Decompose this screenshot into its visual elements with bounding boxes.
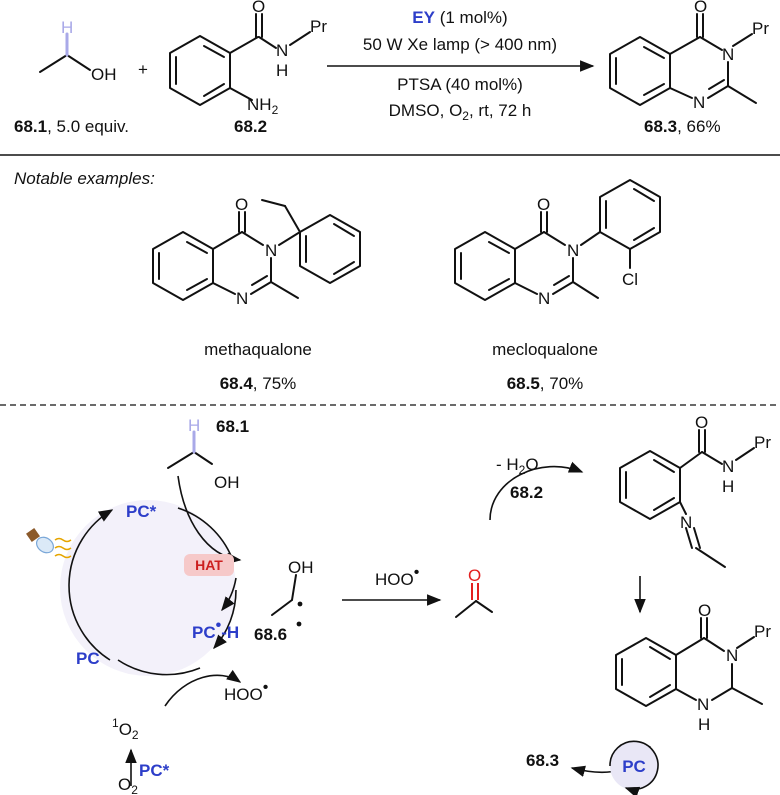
mech-ethanol-label: 68.1	[216, 417, 249, 436]
cycle-arrow-bottom	[117, 659, 201, 676]
ground-oxygen: O2	[118, 775, 138, 795]
meclo-chlorine: Cl	[622, 270, 638, 289]
pc-excited: PC*	[126, 502, 157, 521]
catalyst-condition: EY (1 mol%)	[412, 8, 507, 27]
highlighted-h-atom: H	[61, 18, 73, 37]
radical-oh: OH	[288, 558, 314, 577]
final-product-label: 68.3	[526, 751, 559, 770]
condensation-arrow	[489, 461, 584, 521]
pc-excited-bottom: PC*	[139, 761, 170, 780]
methaqualone-name: methaqualone	[204, 340, 312, 359]
product-quinazolinone: O N Pr N	[609, 0, 769, 112]
dihydro-propyl: Pr	[754, 622, 771, 641]
propyl-label: Pr	[310, 17, 327, 36]
dihydro-n1: N	[697, 695, 709, 714]
pc-regeneration-badge: PC	[609, 740, 659, 795]
imine-carbonyl-o: O	[695, 413, 708, 432]
imine-propyl: Pr	[754, 433, 771, 452]
light-condition: 50 W Xe lamp (> 400 nm)	[363, 35, 557, 54]
methaqualone-structure: O N N	[152, 195, 361, 308]
reactant2-label: 68.2	[234, 117, 267, 136]
water-loss: - H2O	[496, 455, 539, 477]
photocatalytic-cycle	[60, 500, 237, 676]
product-n1: N	[693, 93, 705, 112]
product-n3: N	[722, 45, 734, 64]
additive-condition: PTSA (40 mol%)	[397, 75, 523, 94]
hat-arrow-pc	[221, 577, 237, 612]
methaqualone-label: 68.4, 75%	[220, 374, 297, 393]
dihydro-carbonyl-o: O	[698, 601, 711, 620]
imine-intermediate: O N H Pr N	[619, 413, 771, 568]
pc-ground: PC	[76, 649, 100, 668]
pc-circle-text: PC	[622, 757, 646, 776]
hoo-radical-top: HOO•	[375, 564, 419, 589]
product-propyl: Pr	[752, 19, 769, 38]
oxygen-reduction-arrow	[164, 669, 242, 707]
meclo-n3: N	[567, 241, 579, 260]
dihydro-h: H	[698, 715, 710, 734]
hoo-radical-bottom: HOO•	[224, 679, 268, 704]
hat-text: HAT	[195, 557, 223, 573]
reactant1-label: 68.1, 5.0 equiv.	[14, 117, 129, 136]
reactant-aminobenzamide: O N Pr H NH2	[169, 0, 327, 117]
imine-amide-n: N	[722, 457, 734, 476]
meth-carbonyl-o: O	[235, 195, 248, 214]
product-label: 68.3, 66%	[644, 117, 721, 136]
oh-label: OH	[91, 65, 117, 84]
meclo-n1: N	[538, 289, 550, 308]
hat-badge: HAT	[184, 554, 234, 576]
dihydro-n3: N	[726, 646, 738, 665]
mecloqualone-structure: O N N Cl	[454, 179, 661, 308]
mecloqualone-label: 68.5, 70%	[507, 374, 584, 393]
acetaldehyde: O	[455, 566, 493, 618]
mech-ethanol: H OH 68.1	[167, 416, 249, 492]
examples-heading: Notable examples:	[14, 169, 155, 188]
cycle-arrow-top-right	[177, 507, 233, 559]
dihydroquinazolinone: O N Pr N H	[615, 601, 771, 734]
imine-amide-h: H	[722, 477, 734, 496]
reaction-arrow-group: EY (1 mol%) 50 W Xe lamp (> 400 nm) PTSA…	[327, 8, 595, 123]
singlet-oxygen: 1O2	[112, 716, 139, 742]
cycle-circle	[60, 500, 236, 676]
carbonyl-o: O	[252, 0, 265, 16]
product-carbonyl-o: O	[694, 0, 707, 16]
plus-sign: +	[138, 60, 148, 79]
pc-reduced: PC•-H	[192, 617, 239, 642]
amide-h: H	[276, 61, 288, 80]
reactant-ethanol: H OH	[39, 18, 117, 84]
meth-n3: N	[265, 241, 277, 260]
imine-reagent-label: 68.2	[510, 483, 543, 502]
mech-highlighted-h: H	[188, 416, 200, 435]
radical-label: 68.6	[254, 625, 287, 644]
mecloqualone-name: mecloqualone	[492, 340, 598, 359]
solvent-condition: DMSO, O2, rt, 72 h	[389, 101, 532, 123]
meth-n1: N	[236, 289, 248, 308]
mech-radical: OH 68.6	[254, 558, 314, 644]
imine-n: N	[680, 513, 692, 532]
amino-label: NH2	[247, 95, 279, 117]
meclo-carbonyl-o: O	[537, 195, 550, 214]
cycle-arrow-left	[68, 509, 114, 661]
cycle-arrow-right	[213, 589, 237, 650]
light-bulb-icon	[26, 528, 72, 559]
aldehyde-o: O	[468, 566, 481, 585]
amide-n: N	[276, 41, 288, 60]
mech-ethanol-oh: OH	[214, 473, 240, 492]
